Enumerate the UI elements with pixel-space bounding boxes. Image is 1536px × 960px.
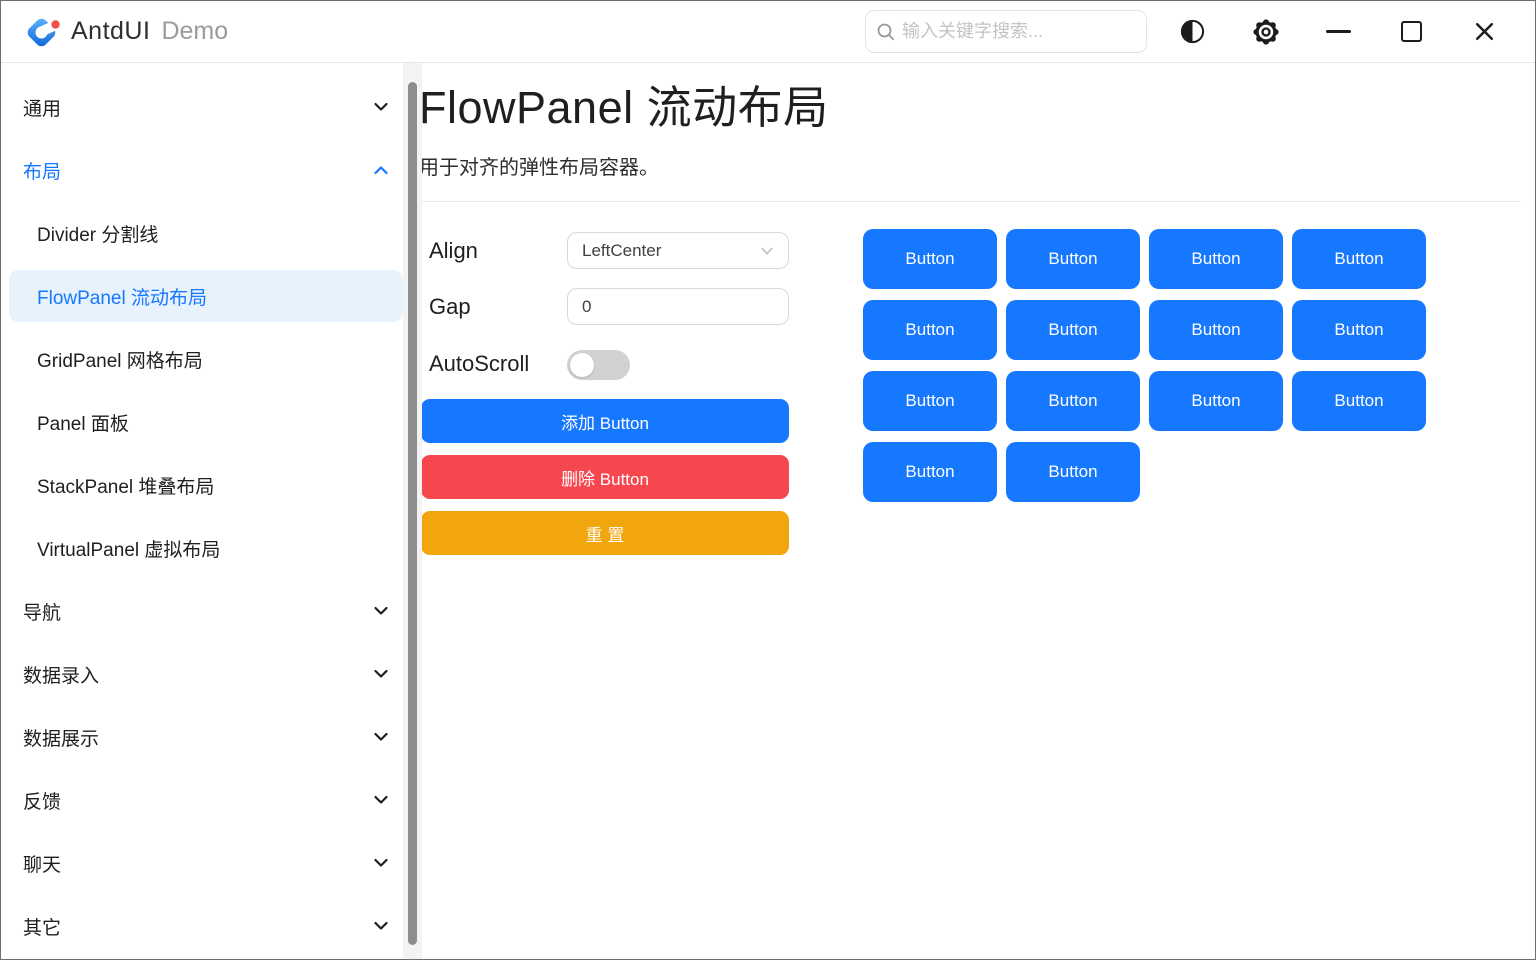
sidebar-item-label: Panel 面板	[37, 413, 129, 435]
chevron-up-icon	[374, 166, 388, 175]
maximize-icon	[1401, 21, 1422, 42]
sidebar-item-label: 数据展示	[23, 728, 100, 750]
sidebar-item-flowpanel[interactable]: FlowPanel 流动布局	[9, 270, 403, 322]
sidebar-item-label: GridPanel 网格布局	[37, 350, 203, 372]
maximize-button[interactable]	[1375, 9, 1448, 55]
sidebar-item-virtualpanel[interactable]: VirtualPanel 虚拟布局	[9, 522, 403, 574]
flow-button-11[interactable]: Button	[1149, 371, 1283, 431]
sidebar-item-label: 通用	[23, 98, 62, 120]
reset-button[interactable]: 重 置	[421, 511, 789, 555]
flow-button-6[interactable]: Button	[1006, 300, 1140, 360]
app-title: AntdUI	[71, 17, 151, 45]
gap-label: Gap	[429, 293, 471, 319]
sidebar-scrollbar[interactable]	[403, 63, 422, 959]
autoscroll-label: AutoScroll	[429, 351, 530, 376]
chevron-down-icon	[374, 669, 388, 678]
titlebar: AntdUI Demo	[1, 1, 1535, 63]
sidebar-item-navigation[interactable]: 导航	[9, 585, 403, 637]
chevron-down-icon	[374, 795, 388, 804]
flow-button-14[interactable]: Button	[1006, 442, 1140, 502]
theme-toggle-button[interactable]	[1156, 9, 1229, 55]
search-box[interactable]	[865, 10, 1147, 53]
gear-icon	[1252, 18, 1279, 45]
chevron-down-icon	[374, 858, 388, 867]
flow-button-12[interactable]: Button	[1292, 371, 1426, 431]
chevron-down-icon	[374, 102, 388, 111]
sidebar-item-label: Divider 分割线	[37, 224, 159, 246]
sidebar-item-layout[interactable]: 布局	[9, 144, 403, 196]
app-logo-icon	[19, 10, 63, 54]
sidebar-item-label: VirtualPanel 虚拟布局	[37, 539, 221, 561]
add-button[interactable]: 添加 Button	[421, 399, 789, 443]
align-select[interactable]: LeftCenter	[567, 232, 789, 269]
autoscroll-toggle[interactable]	[567, 350, 630, 380]
controls-panel: Align LeftCenter Gap AutoScrol	[421, 232, 789, 555]
minimize-icon	[1326, 30, 1351, 33]
sidebar-menu: 通用 布局 Divider 分割线 FlowPanel 流动布局 GridPanel…	[1, 63, 403, 959]
delete-button[interactable]: 删除 Button	[421, 455, 789, 499]
sidebar-item-label: 导航	[23, 602, 62, 624]
settings-button[interactable]	[1229, 9, 1302, 55]
flow-button-5[interactable]: Button	[863, 300, 997, 360]
theme-contrast-icon	[1180, 19, 1205, 44]
flow-button-4[interactable]: Button	[1292, 229, 1426, 289]
flow-button-7[interactable]: Button	[1149, 300, 1283, 360]
sidebar-item-divider[interactable]: Divider 分割线	[9, 207, 403, 259]
sidebar-item-label: 布局	[23, 161, 62, 183]
sidebar-item-panel[interactable]: Panel 面板	[9, 396, 403, 448]
gap-input[interactable]	[567, 288, 789, 325]
sidebar-item-chat[interactable]: 聊天	[9, 837, 403, 889]
sidebar-item-label: 其它	[23, 917, 62, 939]
chevron-down-icon	[374, 921, 388, 930]
sidebar-item-data-display[interactable]: 数据展示	[9, 711, 403, 763]
close-button[interactable]	[1448, 9, 1521, 55]
close-icon	[1475, 22, 1494, 41]
flow-button-10[interactable]: Button	[1006, 371, 1140, 431]
flow-button-2[interactable]: Button	[1006, 229, 1140, 289]
page-title: FlowPanel 流动布局	[419, 82, 829, 133]
flow-button-13[interactable]: Button	[863, 442, 997, 502]
sidebar-item-general[interactable]: 通用	[9, 81, 403, 133]
page-subtitle: 用于对齐的弹性布局容器。	[419, 157, 659, 179]
search-icon	[877, 23, 895, 40]
main-content: FlowPanel 流动布局 用于对齐的弹性布局容器。 Align LeftCe…	[403, 63, 1535, 959]
search-input[interactable]	[902, 21, 1136, 42]
sidebar-item-label: 数据录入	[23, 665, 100, 687]
sidebar-item-feedback[interactable]: 反馈	[9, 774, 403, 826]
minimize-button[interactable]	[1302, 9, 1375, 55]
chevron-down-icon	[374, 732, 388, 741]
flow-button-8[interactable]: Button	[1292, 300, 1426, 360]
sidebar-item-label: FlowPanel 流动布局	[37, 287, 207, 309]
align-label: Align	[429, 237, 478, 263]
flow-button-9[interactable]: Button	[863, 371, 997, 431]
app-subtitle: Demo	[161, 17, 229, 45]
sidebar-item-stackpanel[interactable]: StackPanel 堆叠布局	[9, 459, 403, 511]
sidebar-item-data-entry[interactable]: 数据录入	[9, 648, 403, 700]
sidebar-item-label: 聊天	[23, 854, 62, 876]
flow-button-1[interactable]: Button	[863, 229, 997, 289]
toggle-knob	[570, 353, 594, 377]
sidebar-item-gridpanel[interactable]: GridPanel 网格布局	[9, 333, 403, 385]
divider	[419, 201, 1521, 202]
sidebar-item-label: 反馈	[23, 791, 62, 813]
sidebar-item-other[interactable]: 其它	[9, 900, 403, 952]
scrollbar-thumb[interactable]	[408, 82, 417, 945]
sidebar-item-label: StackPanel 堆叠布局	[37, 476, 215, 498]
flow-button-3[interactable]: Button	[1149, 229, 1283, 289]
chevron-down-icon	[374, 606, 388, 615]
align-select-value: LeftCenter	[582, 240, 662, 260]
chevron-down-icon	[761, 247, 773, 255]
